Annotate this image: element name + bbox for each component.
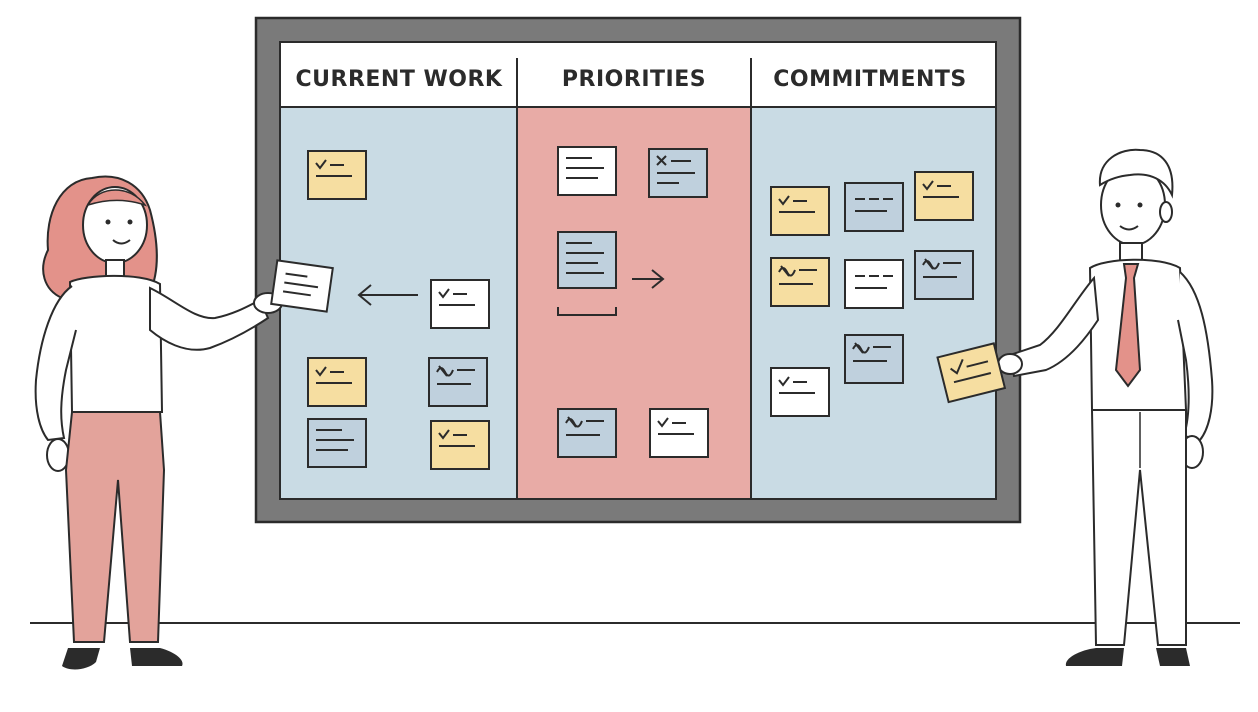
sticky-note[interactable]	[914, 171, 974, 221]
scribble-mark-icon	[778, 265, 796, 277]
man-ear	[1159, 201, 1173, 223]
man-hair	[1098, 148, 1174, 199]
sticky-note[interactable]	[649, 408, 709, 458]
arrow-right-icon	[632, 269, 665, 289]
x-mark-icon	[656, 155, 667, 166]
scribble-mark-icon	[565, 416, 583, 428]
sticky-note[interactable]	[430, 420, 490, 470]
sticky-note[interactable]	[770, 367, 830, 417]
sticky-note[interactable]	[557, 231, 617, 289]
woman-pants	[64, 411, 166, 643]
drop-zone-bracket	[557, 307, 617, 316]
kanban-board: CURRENT WORK PRIORITIES COMMITMENTS	[254, 16, 1022, 524]
sticky-notes	[307, 146, 974, 470]
board-header-row	[281, 43, 995, 107]
sticky-note[interactable]	[307, 357, 367, 407]
sticky-note[interactable]	[557, 146, 617, 196]
sticky-note[interactable]	[844, 334, 904, 384]
woman-arm-left	[34, 285, 77, 442]
woman-smile	[112, 239, 131, 245]
man-arm-left	[1008, 275, 1100, 378]
check-mark-icon	[778, 195, 790, 206]
scribble-mark-icon	[922, 258, 940, 270]
sticky-note[interactable]	[844, 259, 904, 309]
woman-shoe	[130, 648, 183, 666]
held-note-left[interactable]	[270, 259, 334, 313]
sticky-note[interactable]	[770, 186, 830, 236]
scribble-mark-icon	[436, 365, 454, 377]
man-arm-right	[1177, 271, 1214, 442]
check-mark-icon	[922, 180, 934, 191]
column-header-current-work: CURRENT WORK	[296, 67, 503, 92]
sticky-note[interactable]	[307, 150, 367, 200]
man-shoe	[1156, 648, 1190, 666]
man-tie	[1114, 263, 1142, 388]
man-smile	[1119, 225, 1139, 231]
man-eye	[1115, 202, 1121, 208]
sticky-note[interactable]	[844, 182, 904, 232]
woman-presenter	[34, 175, 334, 670]
arrow-left-icon	[357, 284, 418, 306]
sticky-note[interactable]	[648, 148, 708, 198]
man-shoe	[1065, 648, 1124, 666]
sticky-note[interactable]	[770, 257, 830, 307]
man-eye	[1137, 202, 1143, 208]
column-priorities[interactable]	[518, 108, 750, 498]
sticky-note[interactable]	[307, 418, 367, 468]
man-trousers	[1090, 409, 1187, 646]
woman-eye	[105, 219, 111, 225]
man-presenter	[936, 148, 1214, 666]
check-mark-icon	[315, 159, 327, 170]
check-mark-icon	[438, 288, 450, 299]
check-mark-icon	[438, 429, 450, 440]
woman-shoe	[62, 648, 100, 670]
sticky-note[interactable]	[430, 279, 490, 329]
column-header-commitments: COMMITMENTS	[773, 67, 967, 92]
sticky-note[interactable]	[914, 250, 974, 300]
sticky-note[interactable]	[557, 408, 617, 458]
sticky-note[interactable]	[428, 357, 488, 407]
check-mark-icon	[315, 366, 327, 377]
check-mark-icon	[778, 376, 790, 387]
woman-eye	[127, 219, 133, 225]
check-mark-icon	[657, 417, 669, 428]
column-header-priorities: PRIORITIES	[562, 67, 706, 92]
scribble-mark-icon	[852, 342, 870, 354]
woman-sweater	[68, 274, 164, 413]
woman-fringe	[86, 189, 148, 207]
held-note-right[interactable]	[936, 342, 1007, 404]
woman-arm-right	[149, 286, 270, 351]
